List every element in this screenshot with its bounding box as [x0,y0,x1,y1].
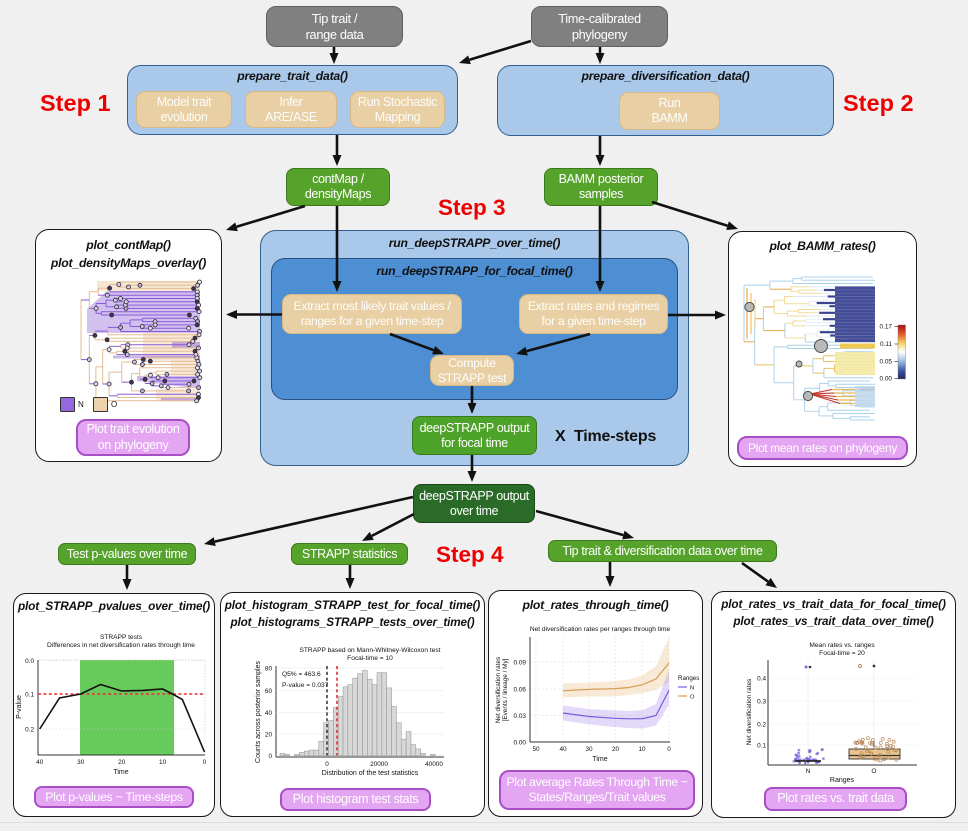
svg-text:0: 0 [268,753,272,760]
svg-text:Q5% = 463.6: Q5% = 463.6 [282,671,321,678]
svg-text:0.1: 0.1 [25,691,34,698]
svg-text:0.00: 0.00 [514,739,527,746]
svg-text:O: O [690,694,695,700]
svg-text:0.3: 0.3 [757,698,766,705]
svg-text:STRAPP tests: STRAPP tests [100,634,143,641]
svg-text:N: N [690,685,694,691]
svg-text:Net diversification rates: Net diversification rates [746,679,753,745]
svg-text:0: 0 [325,761,329,768]
svg-text:Focal-time = 20: Focal-time = 20 [819,650,865,657]
svg-text:40: 40 [559,746,567,753]
svg-text:60: 60 [265,688,273,695]
svg-text:Distribution of the test stati: Distribution of the test statistics [322,770,419,777]
svg-text:40: 40 [265,710,273,717]
svg-text:STRAPP based on Mann-Whitney-W: STRAPP based on Mann-Whitney-Wilcoxon te… [300,647,441,654]
svg-text:0.1: 0.1 [757,742,766,749]
svg-text:0: 0 [203,759,207,766]
svg-text:0.2: 0.2 [757,721,766,728]
svg-text:0: 0 [667,746,671,753]
svg-text:O: O [871,768,876,775]
svg-text:Net diversification rates: Net diversification rates [495,657,502,723]
svg-text:0.11: 0.11 [880,341,892,348]
svg-text:50: 50 [532,746,540,753]
svg-text:0.0: 0.0 [25,658,34,665]
svg-text:0.05: 0.05 [880,359,893,366]
svg-text:20: 20 [118,759,126,766]
svg-text:Net diversification rates per: Net diversification rates per ranges thr… [530,626,671,633]
svg-text:80: 80 [265,665,273,672]
svg-text:[Events / lineage / My]: [Events / lineage / My] [502,658,509,721]
svg-text:0.06: 0.06 [514,686,527,693]
svg-text:0.2: 0.2 [25,726,34,733]
svg-text:Differences in net diversifica: Differences in net diversification rates… [47,642,195,649]
svg-text:P-value = 0.037: P-value = 0.037 [282,682,329,689]
svg-text:Ranges: Ranges [830,777,855,784]
svg-text:Ranges: Ranges [678,675,699,682]
svg-text:N: N [806,768,811,775]
svg-text:Mean rates vs. ranges: Mean rates vs. ranges [809,642,875,649]
svg-text:0.00: 0.00 [880,376,893,383]
svg-text:Counts across posterior sample: Counts across posterior samples [255,661,262,763]
svg-text:30: 30 [77,759,85,766]
svg-text:0.03: 0.03 [514,713,527,720]
svg-text:Time: Time [113,769,128,776]
svg-text:P-value: P-value [16,695,23,719]
svg-text:0.09: 0.09 [514,659,527,666]
svg-text:40: 40 [36,759,44,766]
svg-text:30: 30 [585,746,593,753]
svg-text:10: 10 [638,746,646,753]
svg-text:40000: 40000 [425,761,443,768]
svg-text:Focal-time = 10: Focal-time = 10 [347,655,393,662]
svg-text:0.4: 0.4 [757,675,766,682]
svg-text:10: 10 [159,759,167,766]
svg-text:20000: 20000 [370,761,388,768]
svg-text:20: 20 [612,746,620,753]
svg-text:20: 20 [265,731,273,738]
svg-text:0.17: 0.17 [880,324,893,331]
svg-text:Time: Time [592,756,607,763]
